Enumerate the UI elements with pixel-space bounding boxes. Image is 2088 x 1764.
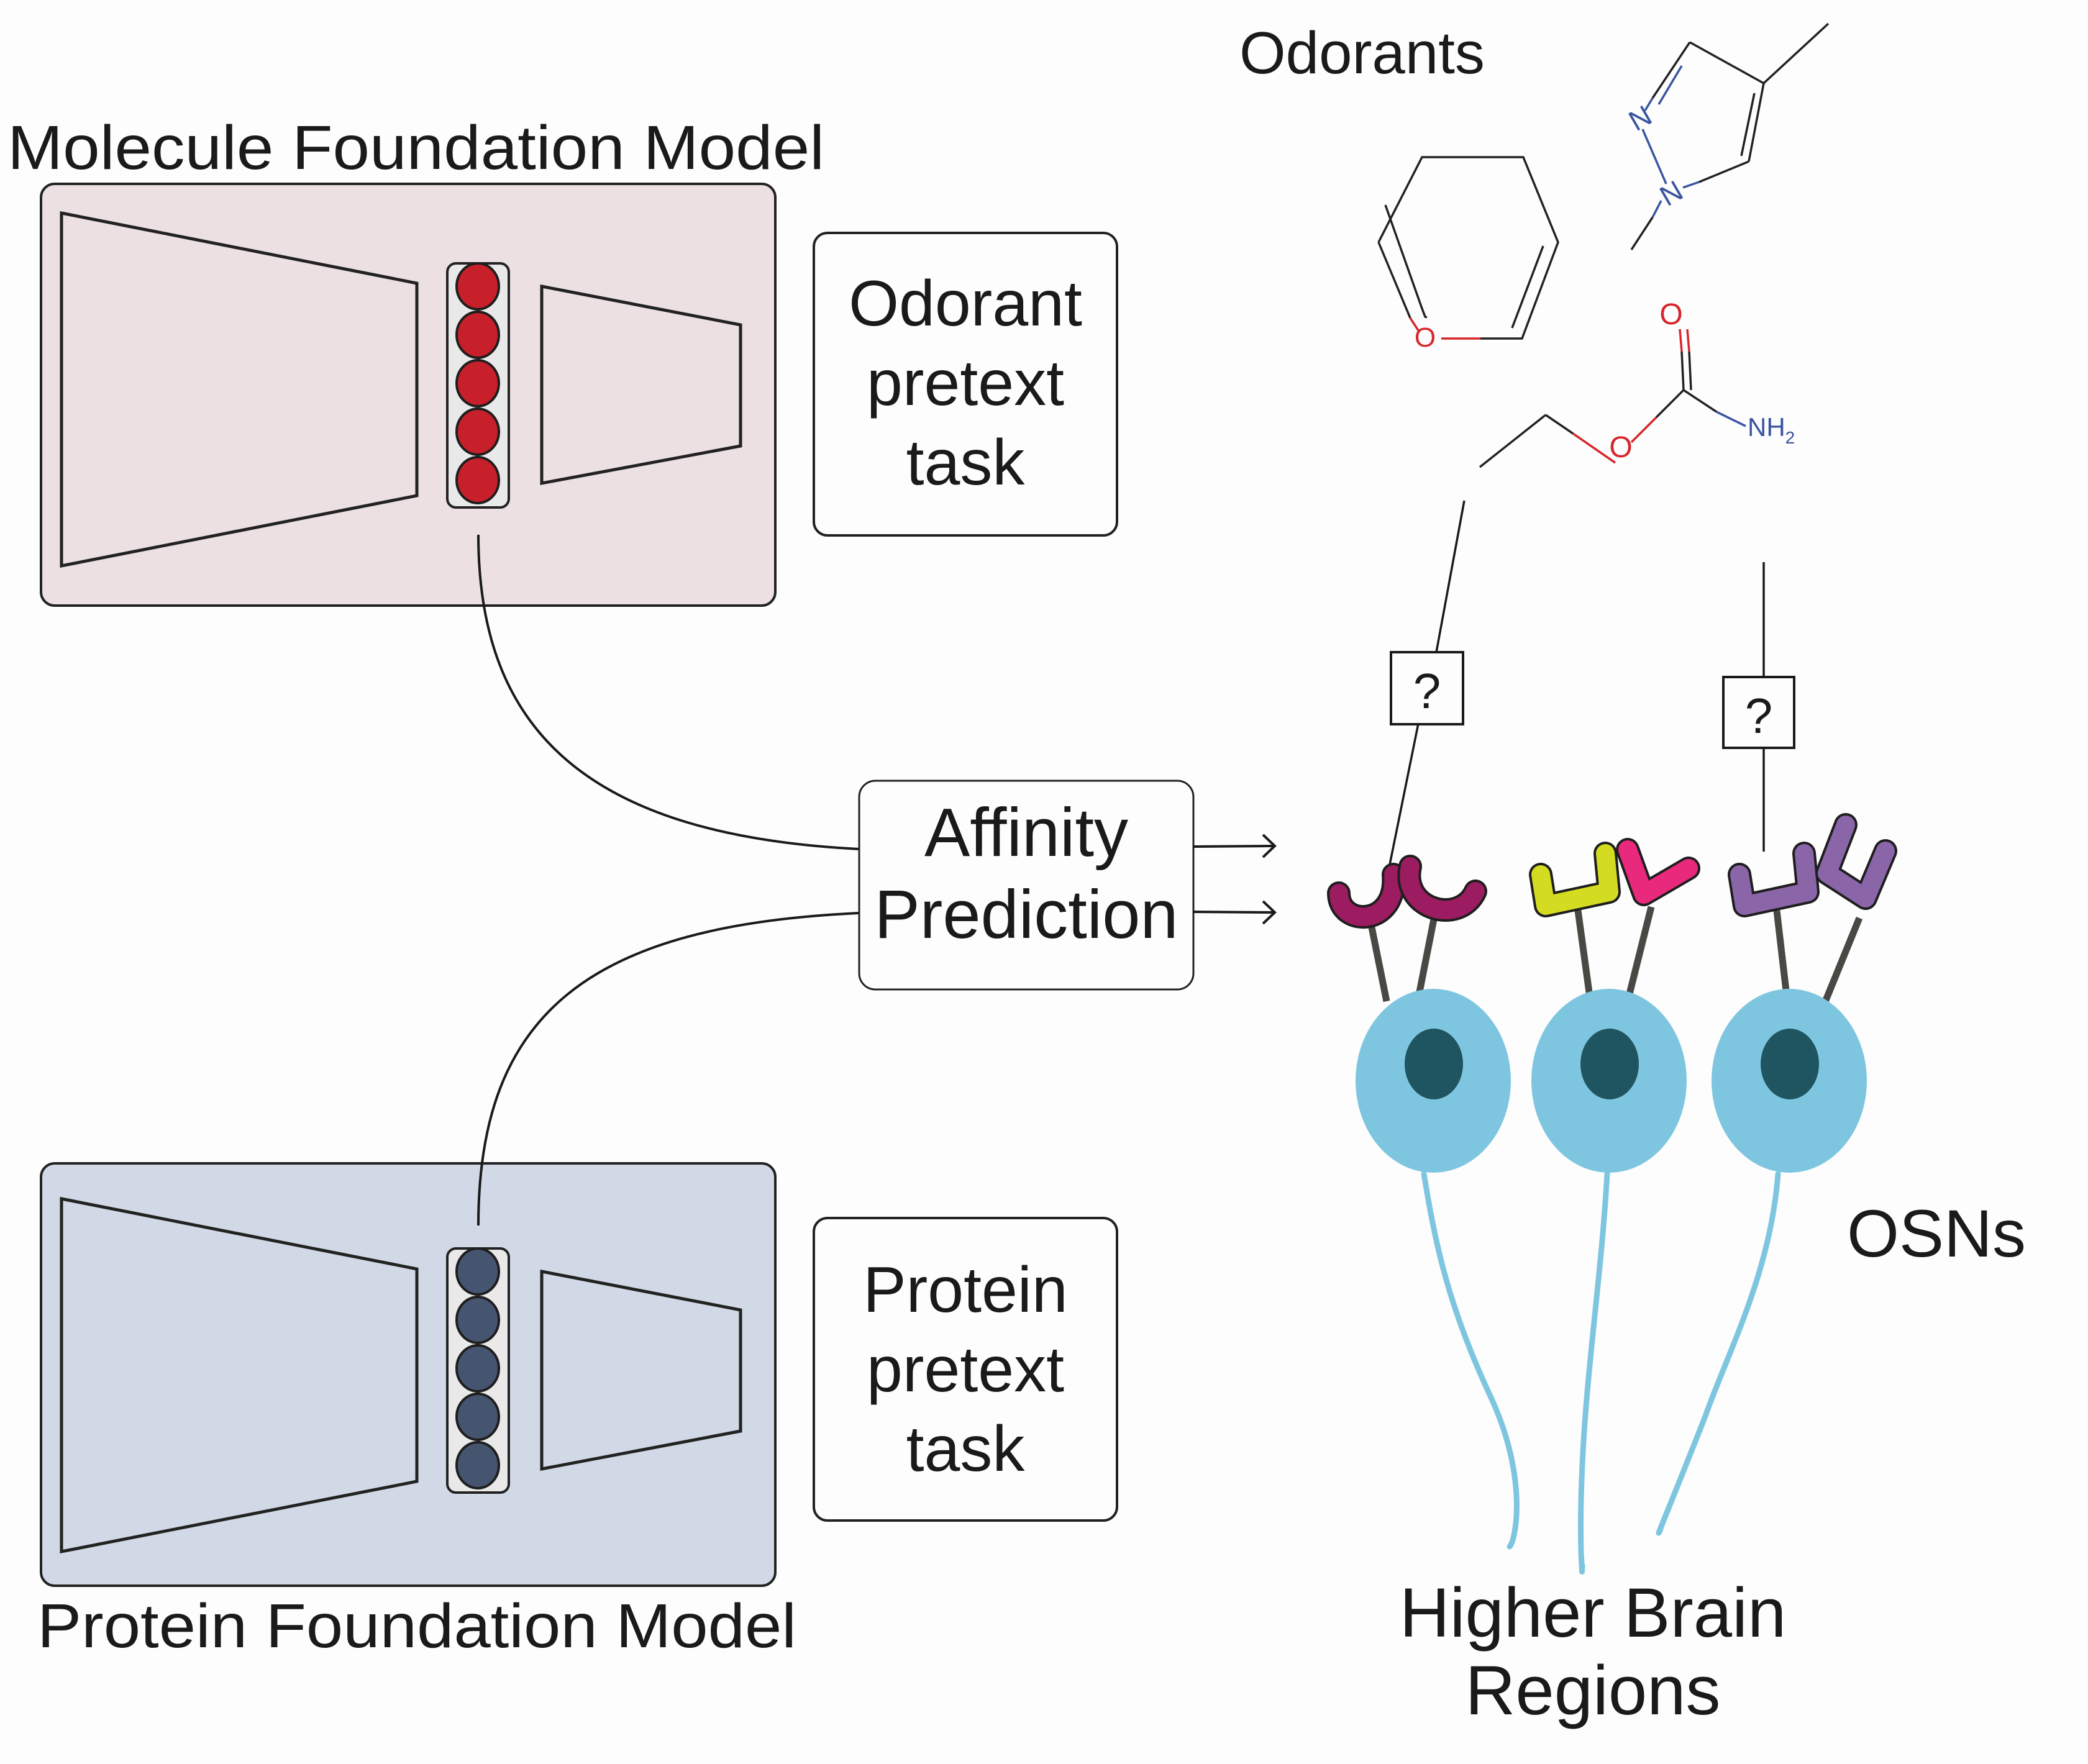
unknown-binding-box-2 [1722, 676, 1795, 749]
nucleus [1580, 1029, 1639, 1099]
protein-latent-unit [455, 1441, 500, 1489]
protein-foundation-model [40, 1162, 777, 1587]
odorant-pyran: O [1377, 156, 1559, 353]
protein-latent-unit [455, 1393, 500, 1441]
axon [1421, 1171, 1520, 1550]
odorant-pretext-line-1: Odorant [849, 268, 1082, 340]
protein-latent-vector [455, 1247, 500, 1489]
nucleus [1761, 1029, 1819, 1099]
osn-cell [1531, 989, 1687, 1575]
axon [1578, 1171, 1610, 1575]
protein-model-title: Protein Foundation Model [37, 1591, 796, 1661]
protein-pretext-line-2: pretext [867, 1334, 1064, 1406]
carbamate-carbonyl-oxygen: O [1659, 298, 1682, 331]
odorant-pretext-line-2: pretext [867, 347, 1064, 419]
pyran-oxygen: O [1415, 322, 1436, 353]
affinity-line-2: Prediction [874, 876, 1178, 953]
higher-brain-line-2: Regions [1466, 1652, 1721, 1729]
odorant-pretext-box: Odorant pretext task [813, 232, 1118, 537]
affinity-line-1: Affinity [924, 794, 1128, 871]
affinity-prediction-box: Affinity Prediction [858, 780, 1195, 991]
protein-pretext-line-3: task [906, 1413, 1026, 1485]
nucleus [1405, 1029, 1463, 1099]
protein-model-panel [40, 1162, 777, 1587]
higher-brain-line-1: Higher Brain [1400, 1574, 1787, 1652]
molecule-latent-vector [455, 262, 500, 504]
molecule-latent-unit [455, 407, 500, 456]
protein-decoder-shape [540, 1269, 742, 1471]
odorant-receptor [1397, 855, 1487, 1002]
odorant-pyrazole: N N [1623, 22, 1830, 250]
molecule-foundation-model [40, 183, 777, 607]
molecule-model-title: Molecule Foundation Model [7, 113, 824, 183]
molecule-model-panel [40, 183, 777, 607]
osns-label: OSNs [1847, 1196, 2026, 1271]
odorant-receptor [1728, 842, 1820, 1002]
axon [1656, 1171, 1781, 1536]
odorant-receptor [1529, 842, 1621, 1002]
protein-embedding-connector [477, 912, 860, 1226]
protein-latent-unit [455, 1344, 500, 1393]
molecule-encoder-shape [60, 211, 419, 568]
protein-encoder-shape [60, 1196, 419, 1554]
carbamate-amine: NH2 [1748, 412, 1795, 447]
molecule-latent-unit [455, 262, 500, 311]
unknown-mark-2: ? [1745, 688, 1773, 743]
molecule-latent-unit [455, 456, 500, 504]
molecule-latent-unit [455, 311, 500, 359]
odorant-receptor-link-1: ? [1388, 500, 1466, 865]
protein-pretext-line-1: Protein [863, 1254, 1068, 1326]
protein-latent-unit [455, 1247, 500, 1296]
odorant-ethyl-carbamate: O O NH2 [1479, 298, 1795, 468]
protein-latent-unit [455, 1296, 500, 1344]
molecule-decoder-shape [540, 284, 742, 486]
molecule-embedding-connector [477, 534, 860, 850]
unknown-binding-box-1 [1390, 651, 1464, 725]
odorants-label: Odorants [1239, 20, 1485, 86]
odorant-receptor [1327, 863, 1406, 1002]
osn-cell [1356, 989, 1520, 1550]
affinity-output-arrow-2 [1193, 900, 1277, 925]
odorant-receptor-link-2: ? [1722, 562, 1795, 852]
pyrazole-nitrogen-2: N [1623, 99, 1657, 137]
odorant-receptor [1815, 813, 1897, 1008]
affinity-output-arrow-1 [1193, 834, 1277, 858]
carbamate-ester-oxygen: O [1609, 431, 1632, 464]
odorant-receptor [1616, 838, 1700, 1002]
protein-pretext-box: Protein pretext task [813, 1217, 1118, 1522]
osn-cell [1656, 989, 1867, 1536]
molecule-latent-unit [455, 359, 500, 407]
olfactory-sensory-neurons [1327, 813, 1897, 1575]
odorant-pretext-line-3: task [906, 427, 1026, 499]
unknown-mark-1: ? [1413, 663, 1441, 719]
